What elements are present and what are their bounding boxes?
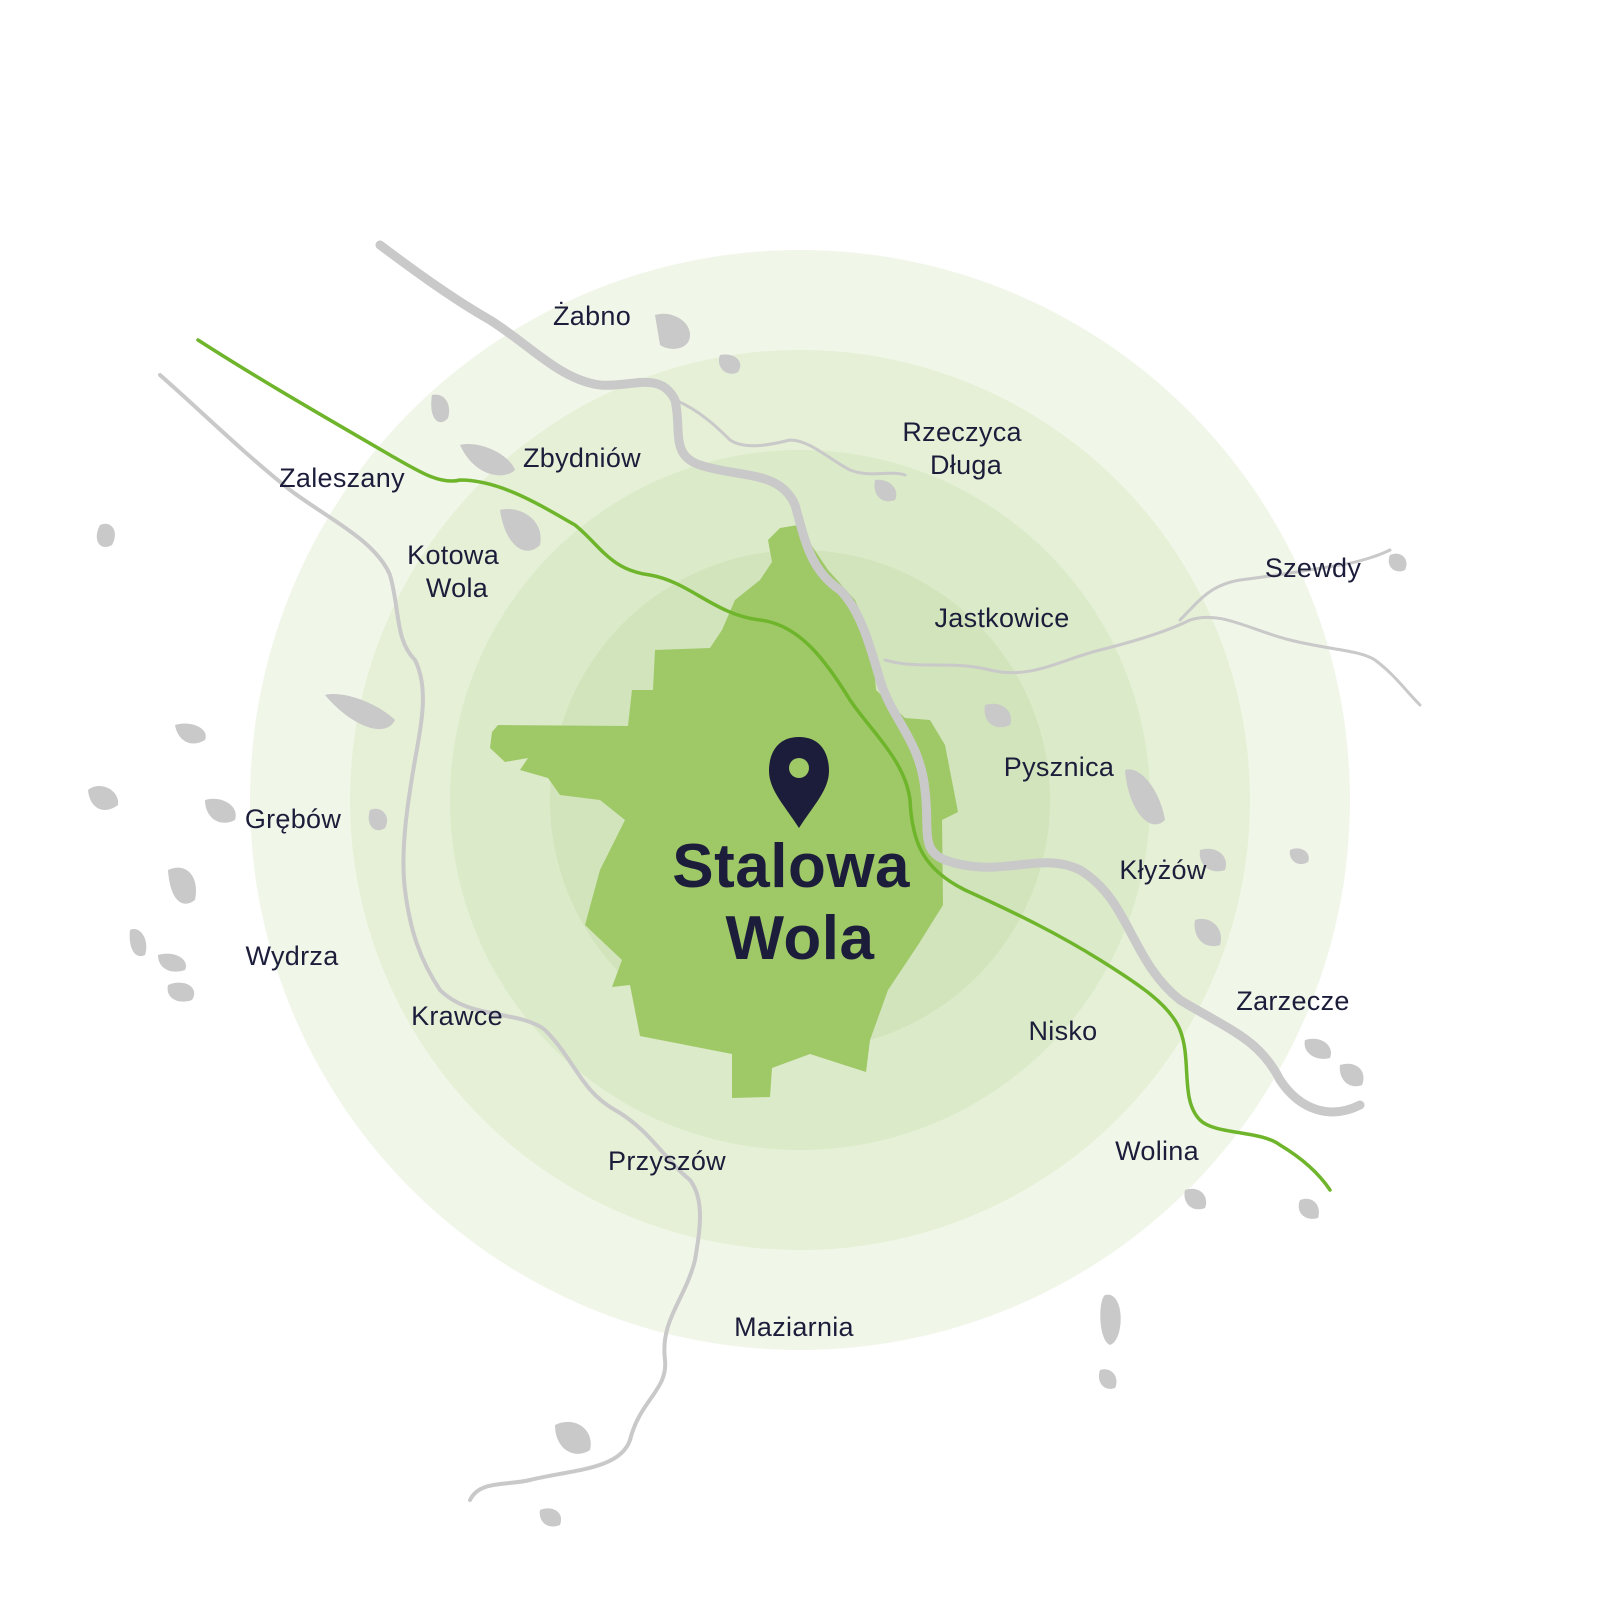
city-name-line-1: Stalowa [672,832,910,901]
lake [1298,1198,1319,1219]
lake [1184,1188,1207,1210]
town-label-kotowa-wola: Kotowa Wola [407,540,507,603]
lake [1289,848,1309,865]
town-label-line: Kłyżów [1119,855,1207,885]
town-label-jastkowice: Jastkowice [934,603,1069,633]
town-label-grebow: Grębów [245,804,342,834]
rivers [158,240,1422,1502]
railway-line [196,338,1332,1192]
town-label-line: Maziarnia [734,1312,854,1342]
lake [460,444,515,476]
town-label-line: Długa [930,450,1003,480]
lake [96,523,115,548]
town-label-line: Przyszów [608,1146,726,1176]
lake [1100,1294,1121,1345]
town-label-zabno: Żabno [553,300,631,331]
town-label-klyzow: Kłyżów [1119,855,1207,885]
lake [874,479,897,502]
water-bodies [88,313,1407,1527]
lake [158,953,186,972]
town-label-line: Wola [426,573,489,603]
town-label-pysznica: Pysznica [1004,752,1115,782]
river-west [158,373,702,1502]
river-san [375,240,1365,1117]
lake [205,798,236,823]
city-name: Stalowa Wola [672,832,928,973]
town-label-line: Krawce [411,1001,503,1031]
pin-dot [789,758,809,778]
lake [368,808,388,831]
town-label-line: Zbydniów [523,443,641,473]
town-label-rzeczyca-dluga: Rzeczyca Długa [902,417,1029,480]
lake [168,867,196,904]
town-label-zaleszany: Zaleszany [279,463,405,493]
town-label-zbydniow: Zbydniów [523,443,641,473]
lake [1194,918,1221,947]
town-label-zarzecze: Zarzecze [1236,986,1349,1016]
lake [88,785,119,810]
town-label-wolina: Wolina [1115,1136,1200,1166]
lake [984,703,1011,728]
lake [655,313,690,349]
lake [555,1421,591,1454]
town-label-przyszow: Przyszów [608,1146,726,1176]
river-north [673,398,907,477]
lake [539,1508,562,1527]
lake [167,982,195,1002]
town-label-line: Kotowa [407,540,500,570]
town-label-nisko: Nisko [1028,1016,1097,1046]
town-label-line: Żabno [553,300,631,331]
town-label-maziarnia: Maziarnia [734,1312,854,1342]
town-label-line: Zarzecze [1236,986,1349,1016]
lake [1388,553,1407,572]
city-boundary-west [490,525,958,1098]
river-north-east [1178,548,1392,622]
town-label-line: Wolina [1115,1136,1200,1166]
town-label-line: Rzeczyca [902,417,1022,447]
lake [718,354,741,374]
city-name-line-2: Wola [726,904,875,973]
lake [1199,848,1226,872]
pin-body [769,737,829,828]
town-labels: Żabno Zbydniów Rzeczyca Długa Zaleszany … [245,300,1362,1342]
lake [431,394,450,423]
town-label-szewdy: Szewdy [1265,553,1362,583]
town-label-line: Pysznica [1004,752,1115,782]
lake [129,929,147,957]
lake [1125,769,1165,825]
town-label-line: Nisko [1028,1016,1097,1046]
town-label-line: Wydrza [245,941,339,971]
town-label-line: Jastkowice [934,603,1069,633]
lake [175,723,206,744]
lake [500,509,541,551]
river-east [883,615,1422,707]
town-label-line: Zaleszany [279,463,405,493]
town-label-line: Szewdy [1265,553,1362,583]
location-pin-icon [769,737,829,828]
lake [1339,1063,1364,1087]
town-label-krawce: Krawce [411,1001,503,1031]
town-label-wydrza: Wydrza [245,941,339,971]
town-label-line: Grębów [245,804,342,834]
lake [1098,1369,1117,1389]
lake [1304,1038,1331,1059]
lake [325,694,395,730]
